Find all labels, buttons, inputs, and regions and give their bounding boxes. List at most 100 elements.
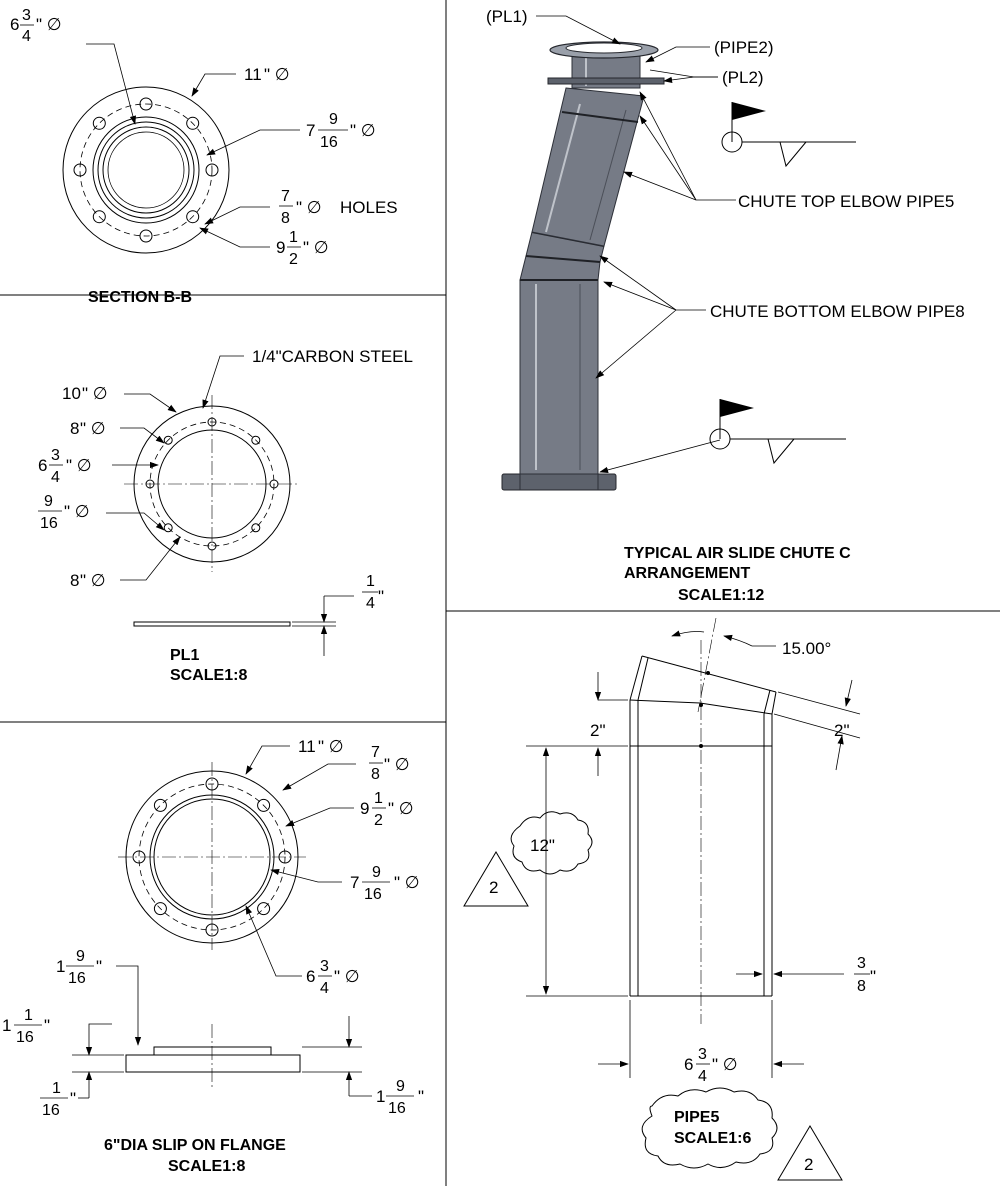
flange-dim-bolt-circle: 9 1 2 " ∅ bbox=[360, 790, 414, 829]
section-bb-dim-bolt-circle: 9 1 2 " ∅ bbox=[276, 229, 329, 268]
section-bb-dim-outer: 11 " ∅ bbox=[244, 65, 290, 84]
bolt-hole bbox=[205, 777, 219, 791]
bolt-hole bbox=[269, 479, 279, 489]
svg-text:" ∅: " ∅ bbox=[350, 121, 376, 140]
svg-text:16: 16 bbox=[364, 886, 382, 903]
svg-text:8: 8 bbox=[857, 978, 866, 995]
revision-triangle-2 bbox=[777, 1125, 843, 1181]
pl1-outer-circle bbox=[133, 405, 291, 563]
svg-text:9: 9 bbox=[76, 948, 85, 965]
pl1-dim-bottom: 8 " ∅ bbox=[70, 571, 106, 590]
bolt-hole bbox=[251, 435, 261, 445]
svg-text:3: 3 bbox=[857, 955, 866, 972]
label-pl2: (PL2) bbox=[722, 68, 764, 87]
pipe5-dim-length: 12" bbox=[530, 836, 555, 855]
svg-text:1/4"CARBON STEEL: 1/4"CARBON STEEL bbox=[252, 347, 413, 366]
revision-number-2: 2 bbox=[804, 1155, 813, 1174]
revision-cloud-length bbox=[510, 811, 593, 875]
flange-base bbox=[125, 1054, 301, 1073]
bolt-hole bbox=[132, 850, 146, 864]
bolt-hole bbox=[205, 163, 219, 177]
svg-text:9: 9 bbox=[360, 799, 369, 818]
svg-text:1: 1 bbox=[366, 573, 375, 590]
flange-dim-outer: 11 " ∅ bbox=[298, 737, 344, 756]
revision-triangle-1 bbox=[463, 851, 529, 907]
label-pipe2: (PIPE2) bbox=[714, 38, 774, 57]
label-pl1: (PL1) bbox=[486, 7, 528, 26]
pl1-dim-inner: 6 3 4 " ∅ bbox=[38, 447, 92, 486]
section-bb-title: SECTION B-B bbox=[88, 289, 192, 306]
svg-text:": " bbox=[378, 587, 384, 606]
bolt-hole bbox=[186, 210, 200, 224]
bolt-hole bbox=[92, 116, 106, 130]
pipe5-dim-left-small: 2" bbox=[590, 721, 606, 740]
pl1-dim-thickness: 1 4 " bbox=[362, 573, 384, 612]
svg-text:" ∅: " ∅ bbox=[264, 65, 290, 84]
arrangement-title-line2: ARRANGEMENT bbox=[624, 565, 750, 582]
svg-text:": " bbox=[418, 1087, 424, 1106]
bolt-hole bbox=[251, 523, 261, 533]
svg-text:7: 7 bbox=[306, 121, 315, 140]
section-bb-view: 6 3 4 " ∅ 11 " ∅ 7 9 16 " ∅ 7 8 " ∅ HOLE… bbox=[10, 7, 398, 306]
svg-text:" ∅: " ∅ bbox=[82, 384, 108, 403]
svg-text:6: 6 bbox=[10, 15, 19, 34]
bolt-hole bbox=[139, 229, 153, 243]
svg-text:11: 11 bbox=[244, 65, 262, 84]
svg-text:3: 3 bbox=[22, 7, 31, 24]
weld-symbol-top bbox=[721, 102, 856, 168]
section-bb-dim-inner: 6 3 4 " ∅ bbox=[10, 7, 62, 45]
bolt-hole bbox=[153, 798, 167, 812]
section-bb-bolt-circle bbox=[79, 103, 213, 237]
svg-text:4: 4 bbox=[698, 1068, 707, 1085]
svg-text:" ∅: " ∅ bbox=[334, 967, 360, 986]
bolt-hole bbox=[205, 923, 219, 937]
flange-dim-hub-width: 1 9 16 " bbox=[56, 948, 102, 987]
section-bb-outer-circle bbox=[62, 86, 230, 254]
pl1-view: 1/4"CARBON STEEL 10 " ∅ 8 " ∅ 6 3 4 " ∅ … bbox=[38, 347, 413, 684]
flange-title: 6"DIA SLIP ON FLANGE bbox=[104, 1137, 286, 1154]
svg-text:" ∅: " ∅ bbox=[394, 873, 420, 892]
svg-text:1: 1 bbox=[374, 790, 383, 807]
revision-cloud-title bbox=[641, 1087, 778, 1169]
svg-text:1: 1 bbox=[289, 229, 298, 246]
svg-text:" ∅: " ∅ bbox=[388, 799, 414, 818]
svg-text:16: 16 bbox=[16, 1029, 34, 1046]
svg-text:1: 1 bbox=[52, 1080, 61, 1097]
svg-text:7: 7 bbox=[281, 188, 290, 205]
svg-text:10: 10 bbox=[62, 384, 81, 403]
chute-bottom-flange bbox=[501, 473, 617, 491]
flange-bore bbox=[149, 794, 275, 920]
svg-text:9: 9 bbox=[329, 111, 338, 128]
bolt-hole bbox=[153, 902, 167, 916]
flange-dim-right: 1 9 16 " bbox=[376, 1078, 424, 1117]
svg-text:3: 3 bbox=[51, 447, 60, 464]
bolt-hole bbox=[207, 541, 217, 551]
svg-text:1: 1 bbox=[376, 1087, 385, 1106]
flange-dim-base: 1 16 " bbox=[40, 1080, 76, 1119]
flange-dim-hub-height: 1 1 16 " bbox=[2, 1007, 50, 1046]
section-bb-pipe-inner bbox=[102, 126, 190, 214]
pl1-dim-outer: 10 " ∅ bbox=[62, 384, 108, 403]
svg-text:2: 2 bbox=[289, 251, 298, 268]
chute-top-elbow bbox=[531, 87, 645, 247]
pipe5-dim-wall: 3 8 " bbox=[854, 955, 876, 995]
flange-inner bbox=[153, 798, 271, 916]
svg-text:" ∅: " ∅ bbox=[384, 755, 410, 774]
bolt-hole bbox=[257, 902, 271, 916]
bolt-hole bbox=[278, 850, 292, 864]
arrangement-view: (PL1) (PIPE2) (PL2) CHUTE TOP ELBOW PIPE… bbox=[486, 7, 965, 604]
svg-text:HOLES: HOLES bbox=[340, 198, 398, 217]
flange-hub bbox=[153, 1046, 272, 1056]
arrangement-scale: SCALE1:12 bbox=[678, 587, 764, 604]
svg-text:" ∅: " ∅ bbox=[318, 737, 344, 756]
svg-text:1: 1 bbox=[56, 957, 65, 976]
svg-text:" ∅: " ∅ bbox=[36, 15, 62, 34]
svg-text:": " bbox=[44, 1016, 50, 1035]
section-bb-dim-bore: 7 9 16 " ∅ bbox=[306, 111, 376, 151]
section-bb-bore bbox=[92, 116, 200, 224]
svg-text:" ∅: " ∅ bbox=[712, 1055, 738, 1074]
svg-text:16: 16 bbox=[320, 134, 338, 151]
flange-dim-inner: 6 3 4 " ∅ bbox=[306, 958, 360, 997]
